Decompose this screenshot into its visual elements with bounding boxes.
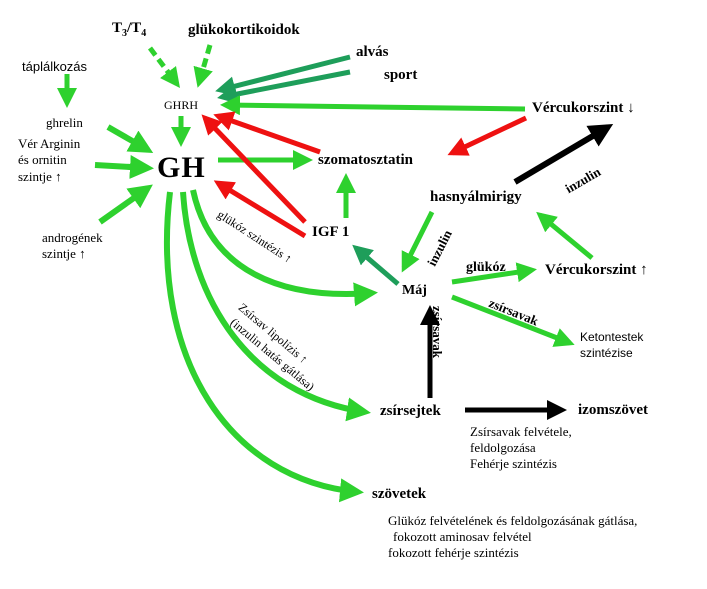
szovet-line3: fokozott fehérje szintézis xyxy=(388,545,519,560)
ketontestek-line1: Ketontestek xyxy=(580,330,644,344)
arrow-maj-ketontestek xyxy=(451,294,575,347)
izomszovet-label: izomszövet xyxy=(578,402,648,418)
arrow-androgenek-gh xyxy=(98,184,153,225)
glukoz-label: glükóz xyxy=(466,260,506,275)
t3t4-label: T3/T4 xyxy=(112,20,146,40)
izom-line2: feldolgozása xyxy=(470,440,536,455)
arrow-maj-vercukorup xyxy=(451,262,537,285)
t3t4-t: T xyxy=(112,20,123,36)
androgenek-line1: androgének xyxy=(42,230,103,245)
sport-label: sport xyxy=(384,67,418,83)
ver-arginin-line1: Vér Arginin xyxy=(18,136,81,151)
arrow-hasnyalmirigy-vercukor xyxy=(513,123,614,185)
alvas-label: alvás xyxy=(356,44,389,60)
vercukorszint-up-label: Vércukorszint ↑ xyxy=(545,262,648,278)
arrow-gh-maj xyxy=(190,189,378,307)
taplalkozas-label: táplálkozás xyxy=(22,59,88,74)
izom-line3: Fehérje szintézis xyxy=(470,456,557,471)
gh-label: GH xyxy=(157,151,206,184)
izom-line1: Zsírsavak felvétele, xyxy=(470,424,572,439)
szomatosztatin-label: szomatosztatin xyxy=(318,152,413,168)
ketontestek-line2: szintézise xyxy=(580,346,633,360)
arrow-maj-igf1 xyxy=(352,244,400,286)
arrow-szomatosztatin-ghrh xyxy=(213,111,321,155)
androgenek-line2: szintje ↑ xyxy=(42,246,86,261)
t3t4-sub3: 3 xyxy=(122,28,128,39)
arrow-hasnyalmirigy-maj xyxy=(401,210,435,273)
arrow-alvas-ghrh xyxy=(215,54,351,97)
arrow-gh-szovetek xyxy=(163,191,364,503)
hasnyalmirigy-label: hasnyálmirigy xyxy=(430,189,522,205)
t3t4-sub4: 4 xyxy=(141,28,147,39)
szovet-line1: Glükóz felvételének és feldolgozásának g… xyxy=(388,513,638,528)
arrow-glukokortikoid-ghrh xyxy=(193,44,213,88)
arrow-gh-zsirsejtek xyxy=(180,191,371,422)
arrow-arginin-gh xyxy=(94,155,154,179)
szovet-line2: fokozott aminosav felvétel xyxy=(393,529,532,544)
arrow-vercukor-ghrh xyxy=(220,95,526,116)
arrow-igf1-ghrh xyxy=(201,114,307,224)
igf1-label: IGF 1 xyxy=(312,224,350,240)
glukokortikoidok-label: glükokortikoidok xyxy=(188,22,300,38)
t3t4-slash-t: /T xyxy=(127,20,142,36)
szovetek-label: szövetek xyxy=(372,486,427,502)
vercukorszint-down-label: Vércukorszint ↓ xyxy=(532,100,635,116)
zsirsejtek-label: zsírsejtek xyxy=(380,403,441,419)
arrow-ghrelin-gh xyxy=(106,124,154,153)
ghrelin-label: ghrelin xyxy=(46,115,83,130)
ver-arginin-line3: szintje ↑ xyxy=(18,169,62,184)
arrow-sport-ghrh xyxy=(217,69,351,104)
arrow-vercukorup-hasnyalmirigy xyxy=(536,211,594,260)
arrow-t3t4-ghrh xyxy=(148,46,180,88)
arrow-vercukor-szomatosztatin xyxy=(447,115,528,156)
zsirsavak-up-label: zsírsavak xyxy=(430,306,445,358)
maj-label: Máj xyxy=(402,283,427,298)
arrow-igf1-gh xyxy=(213,180,307,239)
ver-arginin-line2: és ornitin xyxy=(18,152,67,167)
ghrh-label: GHRH xyxy=(164,98,199,112)
